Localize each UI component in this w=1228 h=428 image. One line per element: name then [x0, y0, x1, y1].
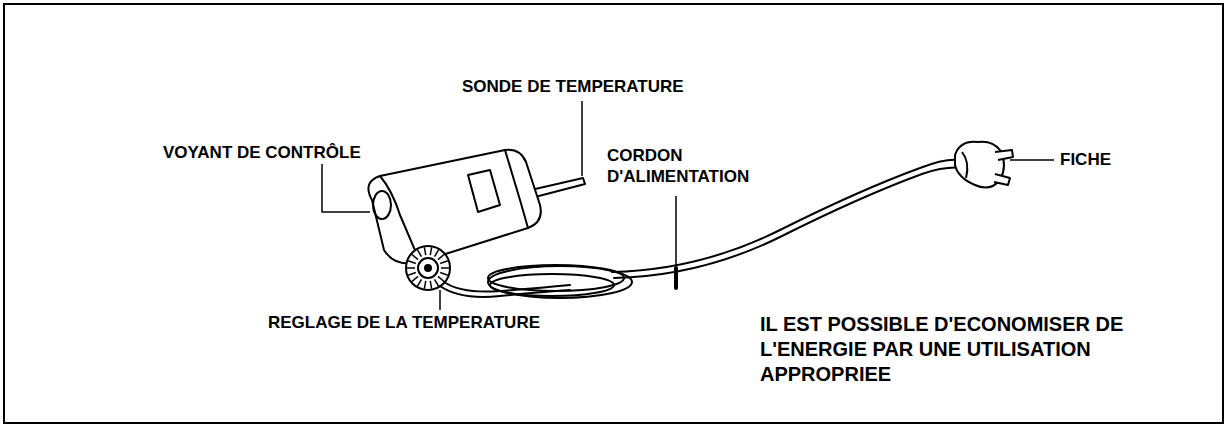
knurl-stroke — [412, 276, 418, 281]
knurl-stroke — [440, 272, 448, 275]
knurl-stroke — [418, 250, 422, 257]
part-label: CORDON D'ALIMENTATION — [607, 145, 787, 188]
part-label: VOYANT DE CONTRÔLE — [163, 142, 361, 163]
knurl-stroke — [435, 250, 439, 257]
knurl-stroke — [441, 267, 449, 269]
knurl-stroke — [430, 247, 431, 255]
knurl-stroke — [430, 281, 431, 289]
plug — [955, 142, 1013, 188]
knurl-stroke — [407, 267, 415, 269]
probe-device — [368, 150, 585, 290]
leader-lines — [322, 101, 1054, 310]
knurl-stroke — [435, 279, 439, 286]
note: IL EST POSSIBLE D'ECONOMISER DE L'ENERGI… — [760, 312, 1210, 387]
dial-knurling — [407, 247, 449, 288]
knurl-stroke — [440, 261, 448, 264]
part-label: REGLAGE DE LA TEMPERATURE — [268, 312, 540, 333]
frame — [4, 4, 1223, 423]
part-label: SONDE DE TEMPERATURE — [462, 76, 684, 97]
knurl-stroke — [424, 281, 425, 289]
part-label: FICHE — [1060, 149, 1111, 170]
knurl-stroke — [408, 272, 416, 275]
knurl-stroke — [424, 247, 425, 255]
knurl-stroke — [438, 255, 444, 260]
knurl-stroke — [438, 276, 444, 281]
knurl-stroke — [408, 261, 416, 264]
knurl-stroke — [418, 279, 422, 286]
knurl-stroke — [412, 255, 418, 260]
